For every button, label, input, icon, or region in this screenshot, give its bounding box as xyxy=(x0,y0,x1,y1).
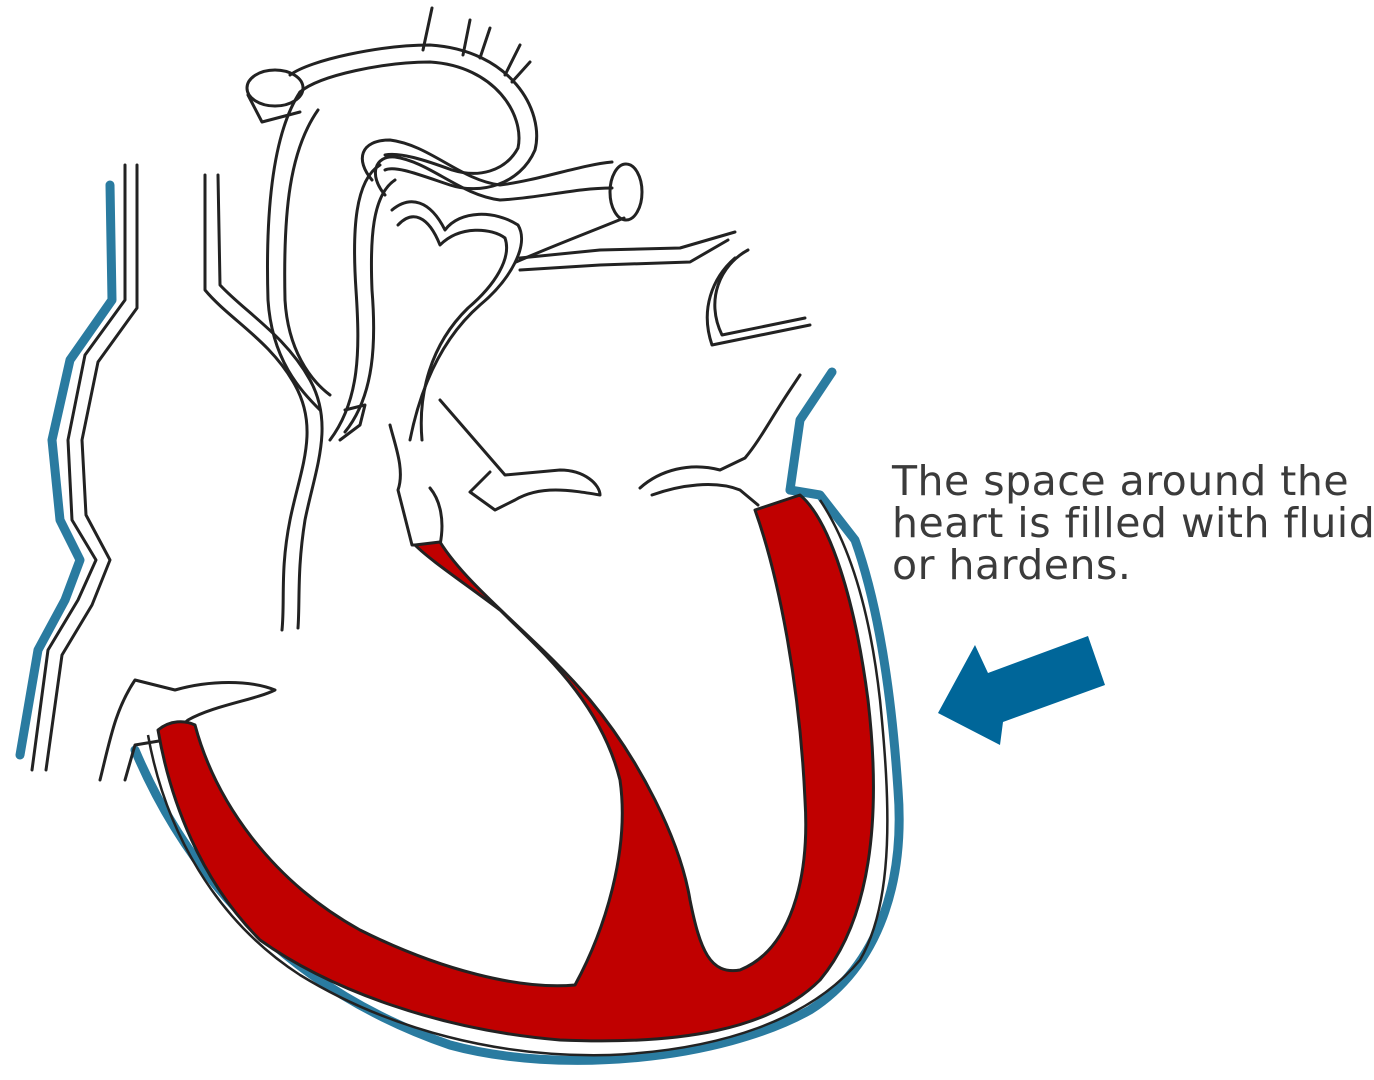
pericardium-right-edge xyxy=(20,185,112,755)
pointer-arrow xyxy=(938,636,1105,745)
pulmonary-artery-cut-end xyxy=(610,164,642,220)
pulmonary-vein-lower xyxy=(707,250,810,345)
aorta-inner xyxy=(300,62,519,173)
vena-cava-inner xyxy=(46,165,137,770)
caption-text: The space around the heart is filled wit… xyxy=(892,460,1362,586)
ascending-aorta-left xyxy=(267,92,320,410)
mitral-valve-center xyxy=(390,425,442,545)
right-vessel-inner xyxy=(218,175,322,628)
pulmonary-vein-upper xyxy=(520,232,735,270)
caption-line-3: or hardens. xyxy=(892,544,1362,586)
pulmonary-artery-inner xyxy=(375,157,612,200)
mitral-valve-right xyxy=(640,375,800,505)
caption-line-1: The space around the xyxy=(892,460,1362,502)
valve-chordae-center xyxy=(440,400,600,510)
septum-cavity-inner xyxy=(398,217,507,440)
pericardium-upper-left-edge xyxy=(790,372,832,490)
pulmonary-artery-outer xyxy=(362,140,612,185)
heart-outline xyxy=(32,8,810,780)
myocardium xyxy=(158,495,873,1041)
caption-line-2: heart is filled with fluid xyxy=(892,502,1362,544)
myocardium-main xyxy=(158,495,873,1041)
